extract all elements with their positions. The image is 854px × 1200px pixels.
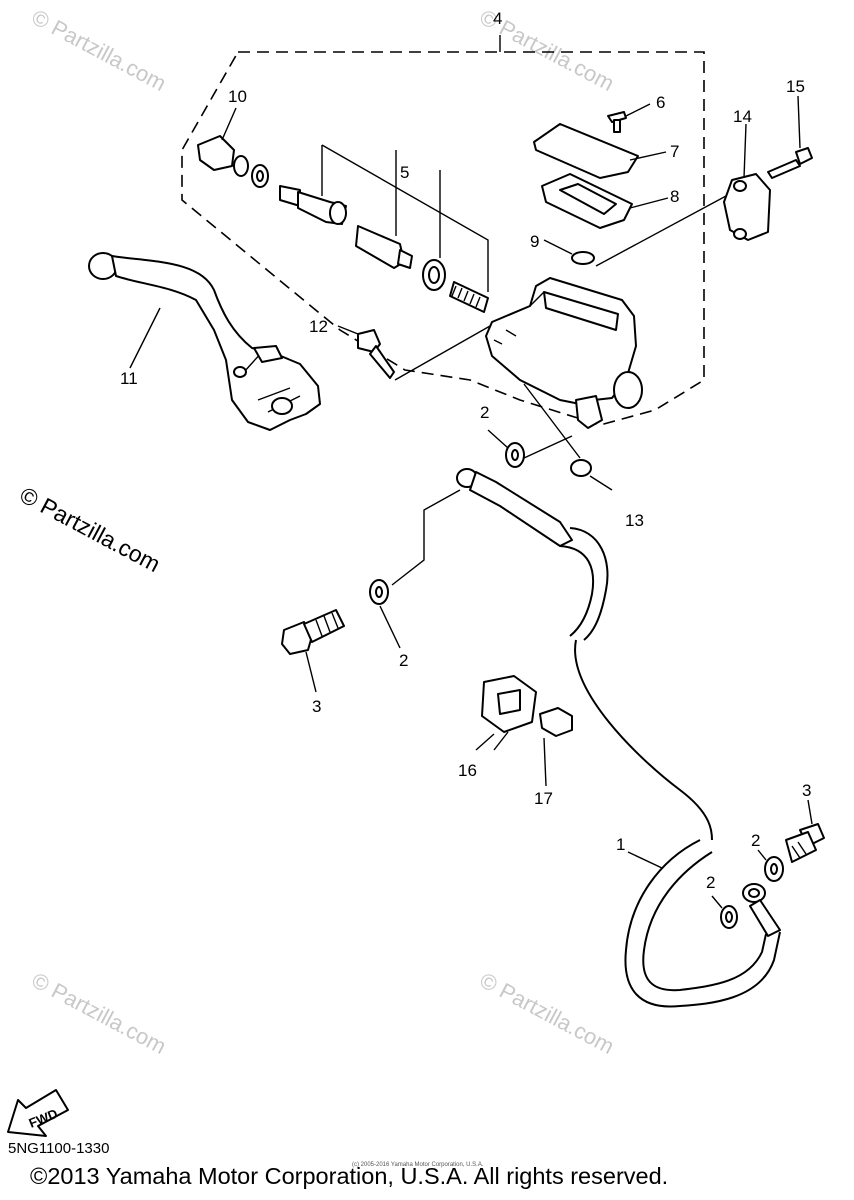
- brake-hose-assembly: [369, 429, 784, 1008]
- callout-1: 1: [616, 835, 625, 854]
- callout-2-right: 2: [751, 831, 760, 850]
- copyright-notice: ©2013 Yamaha Motor Corporation, U.S.A. A…: [30, 1163, 669, 1189]
- watermarks: © Partzilla.com © Partzilla.com © Partzi…: [16, 4, 619, 1059]
- callout-9: 9: [530, 232, 539, 251]
- reservoir-cap-parts: [533, 103, 669, 265]
- callout-16: 16: [458, 761, 477, 780]
- master-cylinder-body: [337, 95, 813, 491]
- watermark-bottom-left: © Partzilla.com: [28, 967, 171, 1059]
- diagram-code: 5NG1100-1330: [8, 1140, 110, 1157]
- watermark-top-left: © Partzilla.com: [28, 4, 171, 96]
- callout-2-top: 2: [480, 403, 489, 422]
- callout-12: 12: [309, 317, 328, 336]
- callout-4: 4: [493, 9, 502, 28]
- callout-17: 17: [534, 789, 553, 808]
- watermark-main: © Partzilla.com: [16, 481, 165, 577]
- callout-5: 5: [400, 163, 409, 182]
- callout-8: 8: [670, 187, 679, 206]
- callout-7: 7: [670, 142, 679, 161]
- callouts: 4 10 6 15 14 7 5 8 9 12 11 2 13 2 3 16 1…: [120, 9, 811, 892]
- part-10-dust-boot: [197, 107, 269, 188]
- callout-3-right: 3: [802, 781, 811, 800]
- watermark-bottom-right: © Partzilla.com: [476, 967, 619, 1059]
- callout-11: 11: [120, 369, 138, 388]
- callout-15: 15: [786, 77, 805, 96]
- part-5-piston-kit: [279, 144, 489, 313]
- callout-14: 14: [733, 107, 752, 126]
- callout-6: 6: [656, 93, 665, 112]
- callout-10: 10: [228, 87, 247, 106]
- fwd-arrow: FWD: [7, 1089, 69, 1137]
- part-16-holder: [475, 675, 573, 787]
- callout-13: 13: [625, 511, 644, 530]
- part-11-lever: [88, 252, 321, 431]
- small-copyright: (c) 2005-2016 Yamaha Motor Corporation, …: [352, 1162, 484, 1168]
- callout-2-lower: 2: [706, 873, 715, 892]
- callout-2-mid: 2: [399, 651, 408, 670]
- part-3-union-bolts: [281, 609, 825, 863]
- callout-3-left: 3: [312, 697, 321, 716]
